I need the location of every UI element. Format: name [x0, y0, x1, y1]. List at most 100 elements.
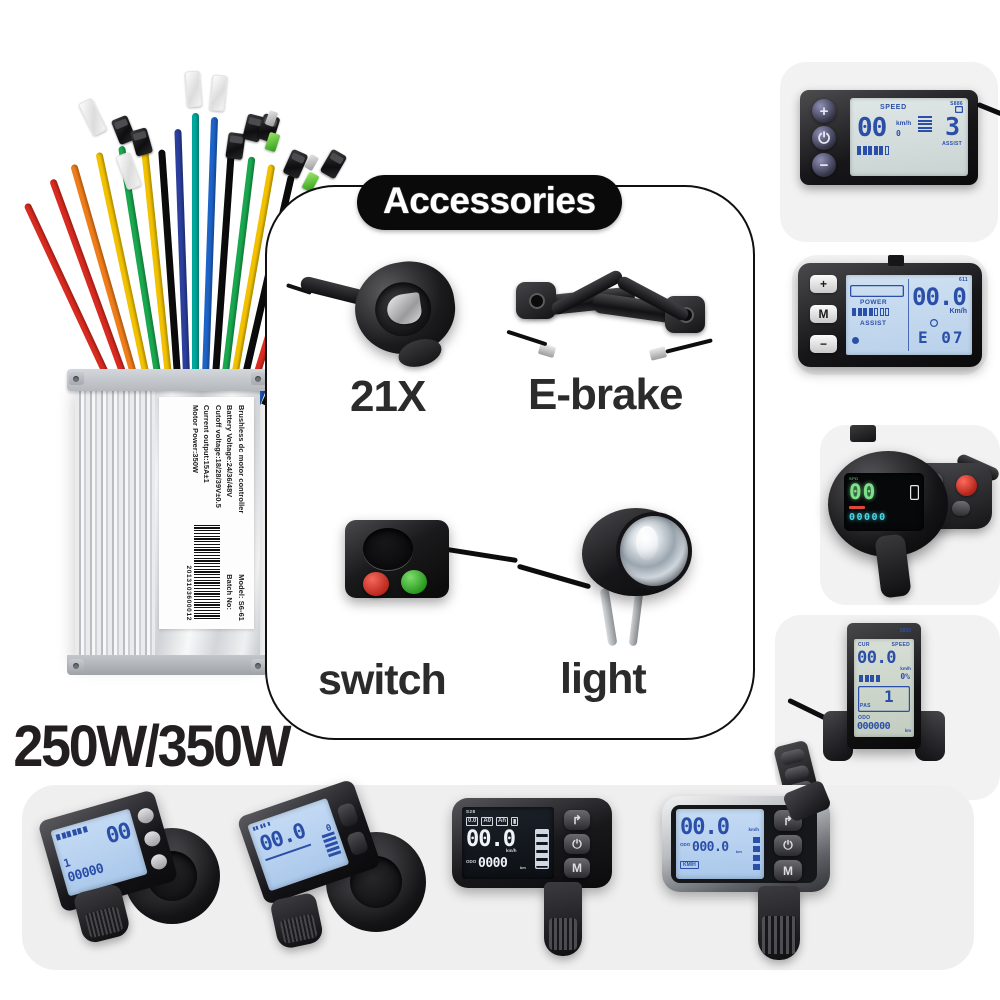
sub-value: 1: [62, 856, 73, 871]
odo-value: 0000: [478, 856, 508, 871]
round-display-connector: [850, 425, 876, 442]
screen-divider: [908, 279, 910, 351]
battery-icon: [535, 829, 549, 869]
plus-button[interactable]: +: [810, 275, 837, 293]
speed-value: 00.0: [466, 827, 516, 852]
round-display-speed: 00: [849, 480, 877, 504]
speed-value: 00.0: [680, 815, 730, 840]
mode-button[interactable]: [142, 829, 163, 849]
s830-model-text: S830: [899, 628, 911, 634]
s830-battery-percent: 0%: [900, 672, 910, 681]
round-display-odo: 00000: [849, 512, 887, 523]
speed-unit: km/h: [748, 827, 759, 832]
plus-button[interactable]: +: [812, 99, 836, 123]
connector-white-2: [115, 151, 142, 191]
power-button[interactable]: ⏻: [774, 835, 802, 856]
display-screen: 00 1 00000: [50, 808, 148, 897]
mounting-ear-tl: [69, 372, 84, 385]
wire-harness: [23, 55, 369, 407]
connector-white-1: [77, 97, 108, 137]
s830-battery-icon: [859, 675, 880, 682]
thumb-paddle[interactable]: [544, 882, 582, 956]
assist-bars-icon: [321, 831, 342, 858]
up-button[interactable]: [336, 801, 360, 829]
connector-jst-7: [319, 148, 348, 180]
s886-screen: S886 SPEED 00 km/h 0 3 ASSIST: [850, 98, 968, 176]
s830-speed-label: SPEED: [891, 642, 910, 648]
bottom-display-2: ▮▮ ▮▮ ▮ 00.0 0: [236, 778, 438, 952]
power-button[interactable]: ⏻: [812, 126, 836, 150]
round-display-screen: SPD 00 00000: [844, 473, 924, 531]
accessory-label-switch: switch: [318, 656, 447, 704]
paddle-grip-texture: [279, 913, 318, 945]
s886-speed-value: 00: [857, 113, 887, 143]
s886-unit: km/h: [896, 120, 912, 127]
odo-label: ODO: [680, 842, 691, 847]
s886-assist-bars-icon: [918, 116, 932, 132]
round-display-battery-icon: [910, 485, 919, 500]
odo-value: 000.0: [692, 840, 729, 855]
display-screen: 00.0 km/h ODO 000.0 km KM/H: [676, 809, 764, 879]
power-assist-dot-icon: [852, 337, 859, 344]
speed-unit: km/h: [506, 848, 517, 853]
mode-button[interactable]: M: [810, 305, 837, 323]
mode-button[interactable]: M: [774, 860, 802, 881]
minus-button[interactable]: −: [812, 153, 836, 177]
odo-unit: km: [736, 849, 742, 854]
s830-odo-value: 000000: [857, 721, 891, 732]
s830-pas-label: PAS: [860, 703, 871, 709]
display-card-s886: + ⏻ − S886 SPEED 00 km/h 0 3 ASSIST: [780, 62, 1000, 242]
accessory-label-throttle: 21X: [350, 372, 426, 421]
accessory-label-light: light: [560, 655, 647, 703]
s886-housing: + ⏻ − S886 SPEED 00 km/h 0 3 ASSIST: [800, 90, 978, 185]
case-bottom-plate: [67, 655, 268, 675]
battery-icon: [55, 826, 88, 841]
power-label: POWER: [860, 299, 888, 306]
s830-odo-label: ODO: [858, 715, 871, 721]
down-button[interactable]: [345, 830, 370, 857]
thumb-paddle[interactable]: [758, 886, 800, 960]
power-assist-bars-icon: [852, 308, 889, 316]
minus-button[interactable]: −: [810, 335, 837, 353]
unit-badge: KM/H: [680, 861, 699, 869]
up-button[interactable]: [135, 806, 156, 826]
display-card-s830: S830 CUR SPEED 00.0 km/h 0% PAS 1 ODO 00…: [772, 615, 1000, 801]
s886-battery-icon: [857, 146, 889, 155]
s886-signal-icon: [955, 106, 963, 113]
paddle-grip-texture: [84, 905, 124, 939]
s886-cable: [976, 101, 1000, 120]
power-assist-error-code: E 07: [918, 328, 965, 347]
thumb-paddle[interactable]: [269, 891, 325, 951]
power-button[interactable]: [956, 475, 977, 496]
connector-white-4: [209, 74, 228, 112]
speed-value: 00: [103, 818, 134, 850]
assist-label: ASSIST: [860, 320, 887, 327]
s830-screen: S830 CUR SPEED 00.0 km/h 0% PAS 1 ODO 00…: [854, 628, 914, 737]
mounting-ear-tr: [251, 372, 266, 385]
s830-pas-level: 1: [884, 687, 894, 706]
accessories-title-badge: Accessories: [357, 175, 622, 230]
power-button[interactable]: ⏻: [564, 834, 590, 854]
display-screen: S28 0.0 A0 Ah ▮ 00.0 km/h ODO 0000 km: [462, 807, 554, 879]
up-button[interactable]: ↱: [564, 810, 590, 830]
bottom-display-4: 00.0 km/h ODO 000.0 km KM/H ↱ ⏻ M: [662, 779, 852, 960]
round-display-top-icons: SPD: [849, 476, 859, 481]
s830-unit: km/h: [900, 666, 911, 671]
bottom-display-3: S28 0.0 A0 Ah ▮ 00.0 km/h ODO 0000 km ↱ …: [452, 798, 632, 958]
s830-odo-unit: km: [904, 728, 911, 733]
spec-model: Model: S6-61: [237, 574, 246, 621]
power-assist-connector: [888, 255, 904, 266]
power-assist-model: 611: [959, 277, 968, 283]
up-button[interactable]: [779, 747, 806, 767]
s886-sub-value: 0: [896, 129, 901, 138]
connector-white-3: [184, 70, 203, 108]
power-bar-outline-icon: [850, 285, 904, 297]
paddle-grip-texture: [762, 915, 796, 955]
mode-button[interactable]: M: [564, 858, 590, 878]
controller-aluminium-case: Brushless dc motor controller Battery Vo…: [67, 369, 268, 675]
down-button[interactable]: [952, 501, 970, 516]
accessory-label-ebrake: E-brake: [528, 370, 683, 419]
s886-model-text: S886: [950, 101, 963, 107]
down-button[interactable]: [149, 852, 169, 872]
